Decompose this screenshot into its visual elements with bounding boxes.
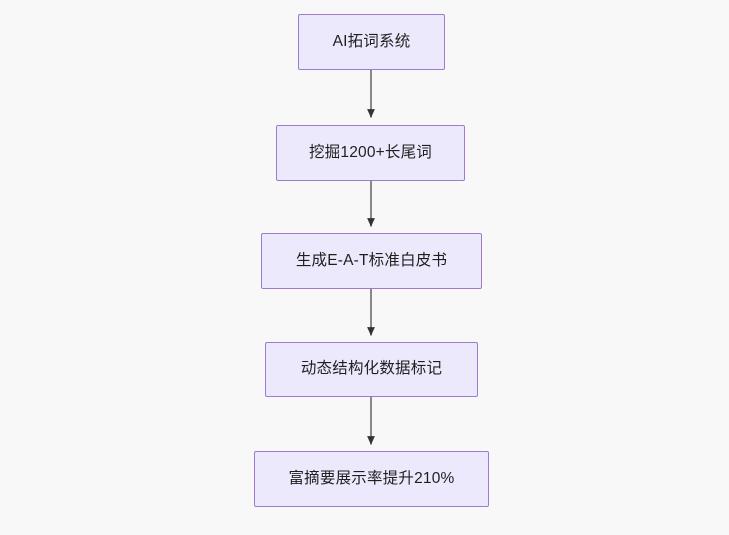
flow-node-label: AI拓词系统 [332,32,411,50]
flow-node-generate-eat-whitepaper[interactable]: 生成E-A-T标准白皮书 [261,233,482,289]
flow-node-ai-keyword-system[interactable]: AI拓词系统 [298,14,445,70]
flow-node-label: 挖掘1200+长尾词 [308,143,433,161]
flow-node-label: 生成E-A-T标准白皮书 [295,251,448,269]
flow-node-label: 富摘要展示率提升210% [288,469,455,487]
flow-node-dynamic-structured-data-markup[interactable]: 动态结构化数据标记 [265,342,478,397]
flow-node-rich-snippet-rate-increase[interactable]: 富摘要展示率提升210% [254,451,489,507]
flow-node-label: 动态结构化数据标记 [300,360,443,378]
flow-node-mine-longtail-keywords[interactable]: 挖掘1200+长尾词 [276,125,465,181]
